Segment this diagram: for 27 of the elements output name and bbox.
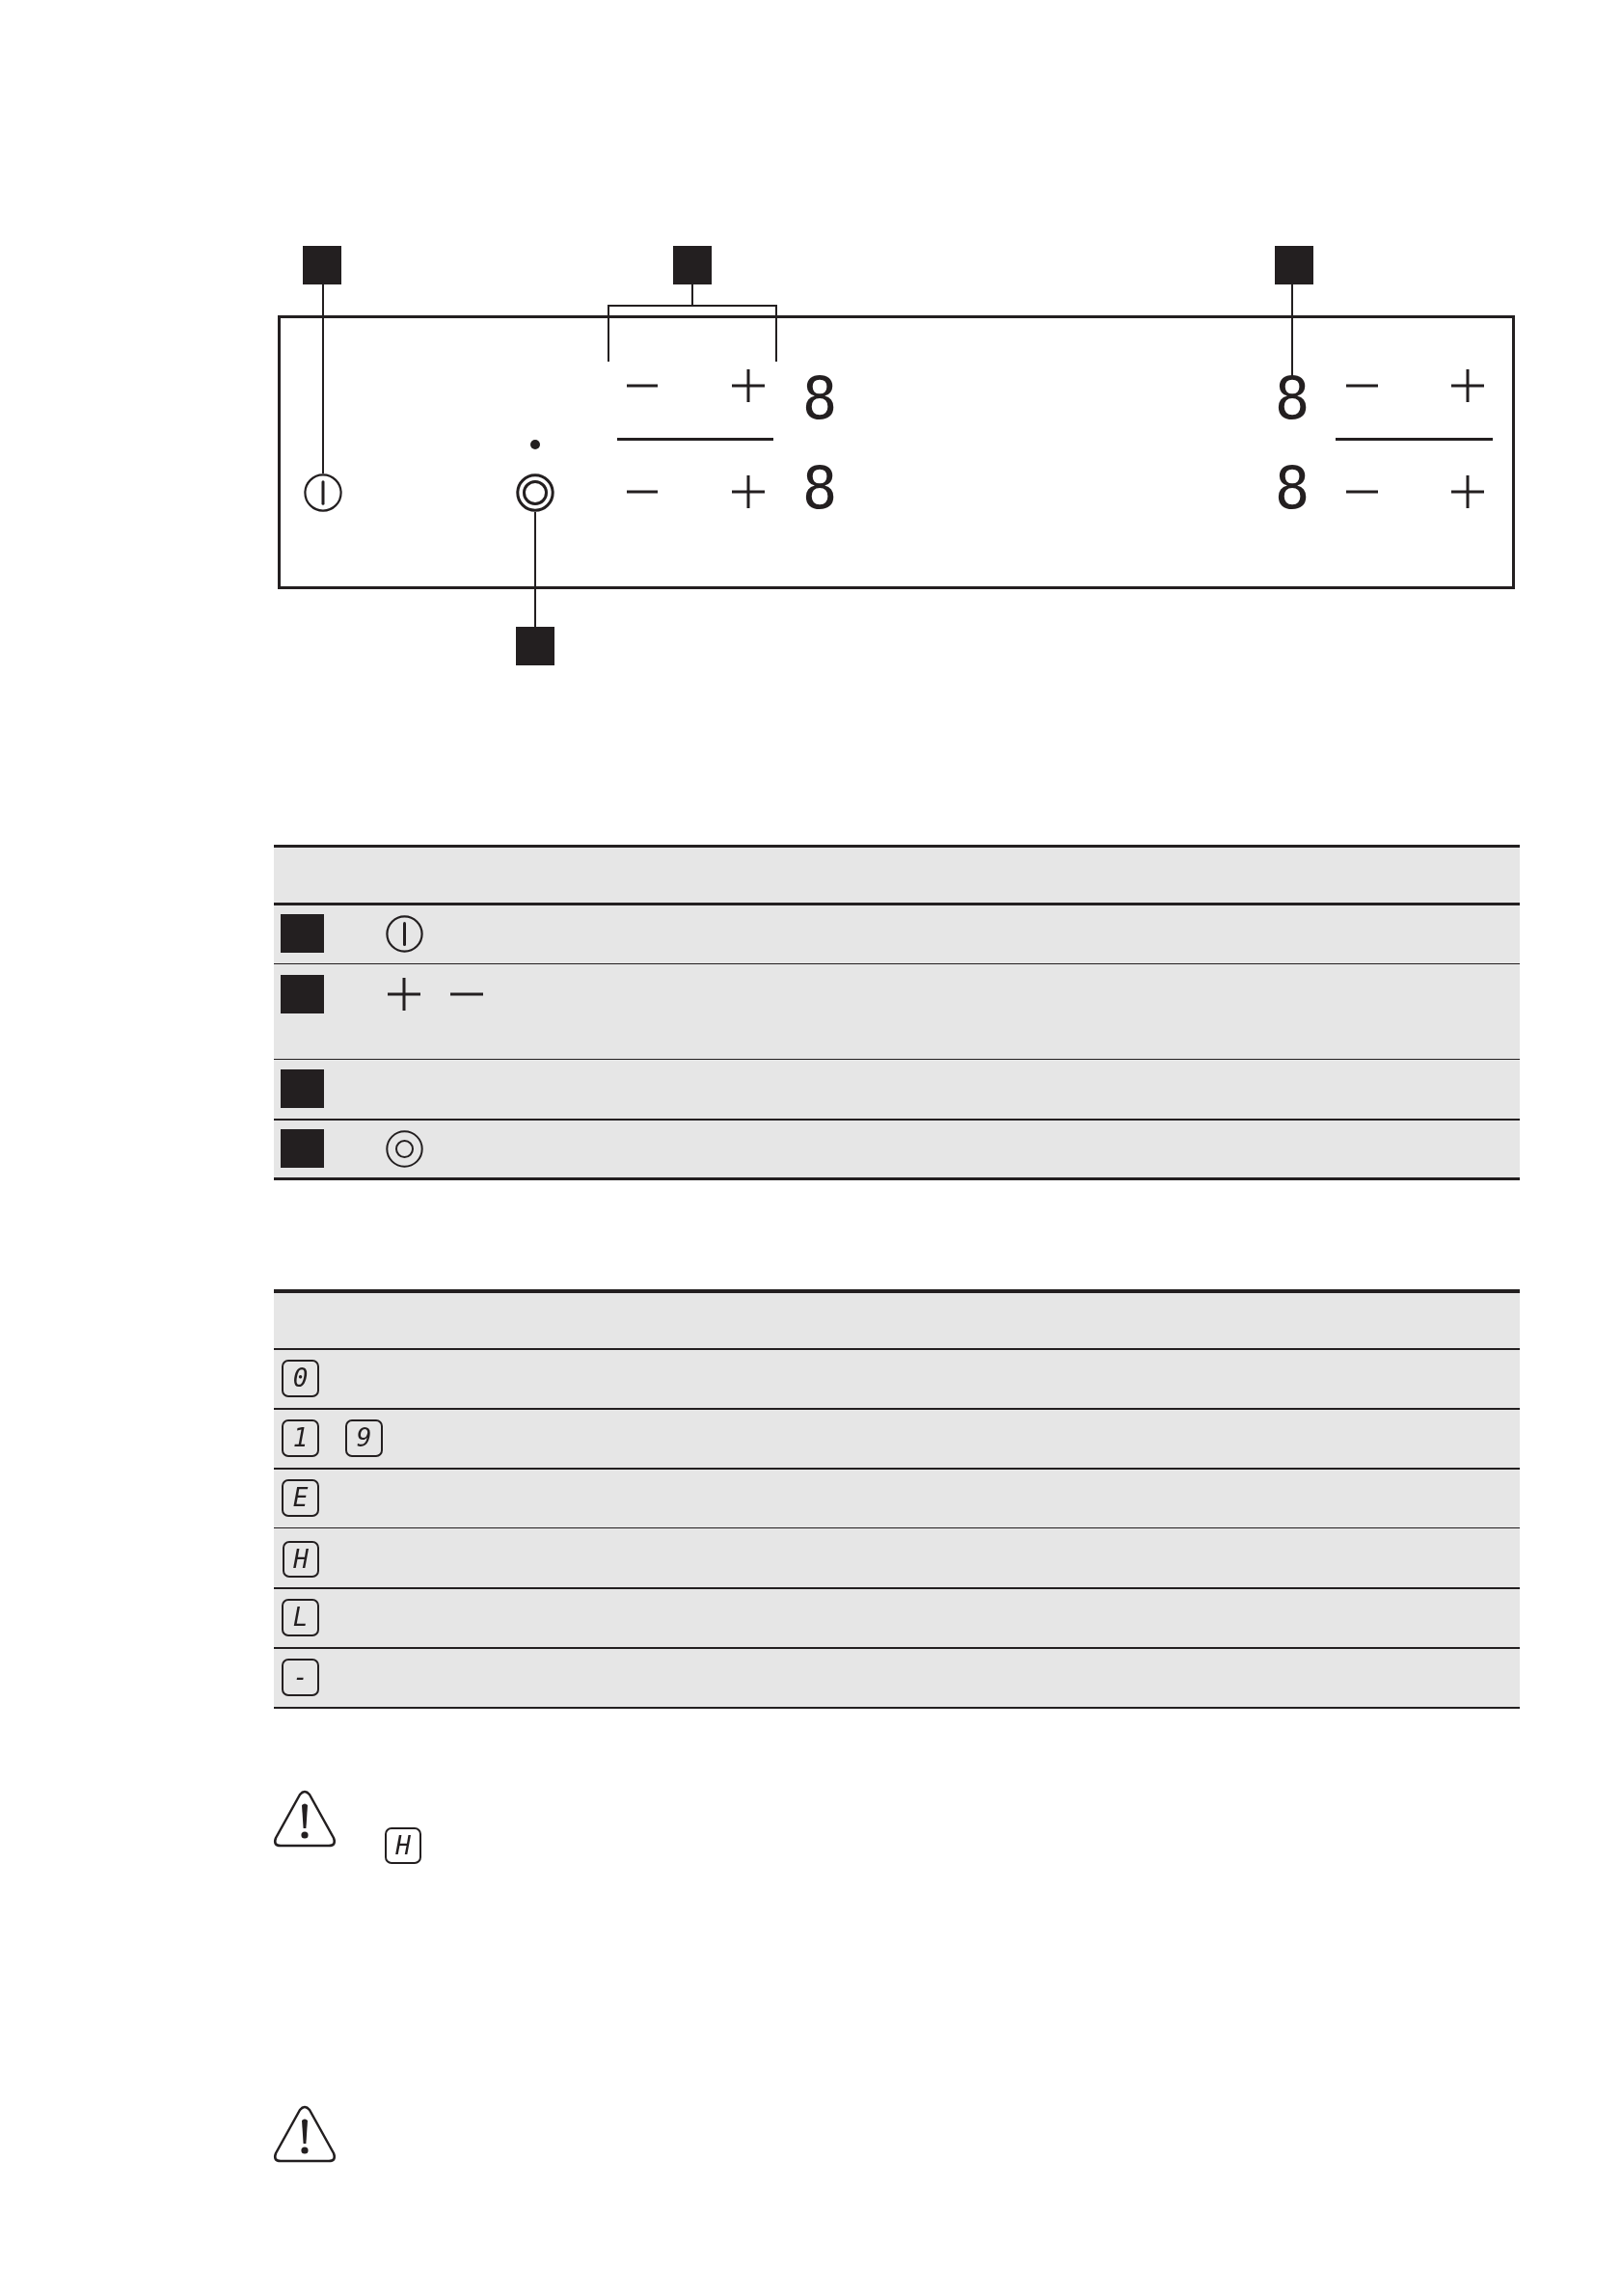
power-icon bbox=[304, 473, 342, 512]
callout-marker bbox=[281, 1129, 324, 1168]
display-symbol: 9 bbox=[345, 1419, 383, 1457]
display-symbol: L bbox=[282, 1599, 319, 1636]
bracket-leader-line bbox=[608, 284, 777, 363]
control-panel bbox=[278, 315, 1515, 589]
display-symbol: E bbox=[282, 1479, 319, 1517]
segment-display: 8 bbox=[1275, 466, 1310, 510]
callout-marker bbox=[1275, 246, 1313, 284]
leader-line bbox=[534, 511, 536, 628]
display-symbol: H bbox=[385, 1827, 421, 1864]
segment-display: 8 bbox=[802, 376, 837, 420]
leader-line bbox=[1291, 284, 1293, 377]
display-symbol: 1 bbox=[282, 1419, 319, 1457]
callout-marker bbox=[281, 1069, 324, 1108]
display-symbol: H bbox=[283, 1541, 319, 1578]
callout-marker bbox=[516, 627, 554, 665]
callout-marker bbox=[281, 975, 324, 1013]
segment-display: 8 bbox=[1275, 376, 1310, 420]
segment-display: 8 bbox=[802, 466, 837, 510]
callout-marker bbox=[303, 246, 341, 284]
concentric-circles-icon bbox=[516, 473, 554, 512]
display-symbol: - bbox=[282, 1659, 319, 1696]
display-symbol: 0 bbox=[282, 1360, 319, 1397]
leader-line bbox=[322, 284, 324, 474]
callout-marker bbox=[673, 246, 712, 284]
callout-marker bbox=[281, 914, 324, 953]
